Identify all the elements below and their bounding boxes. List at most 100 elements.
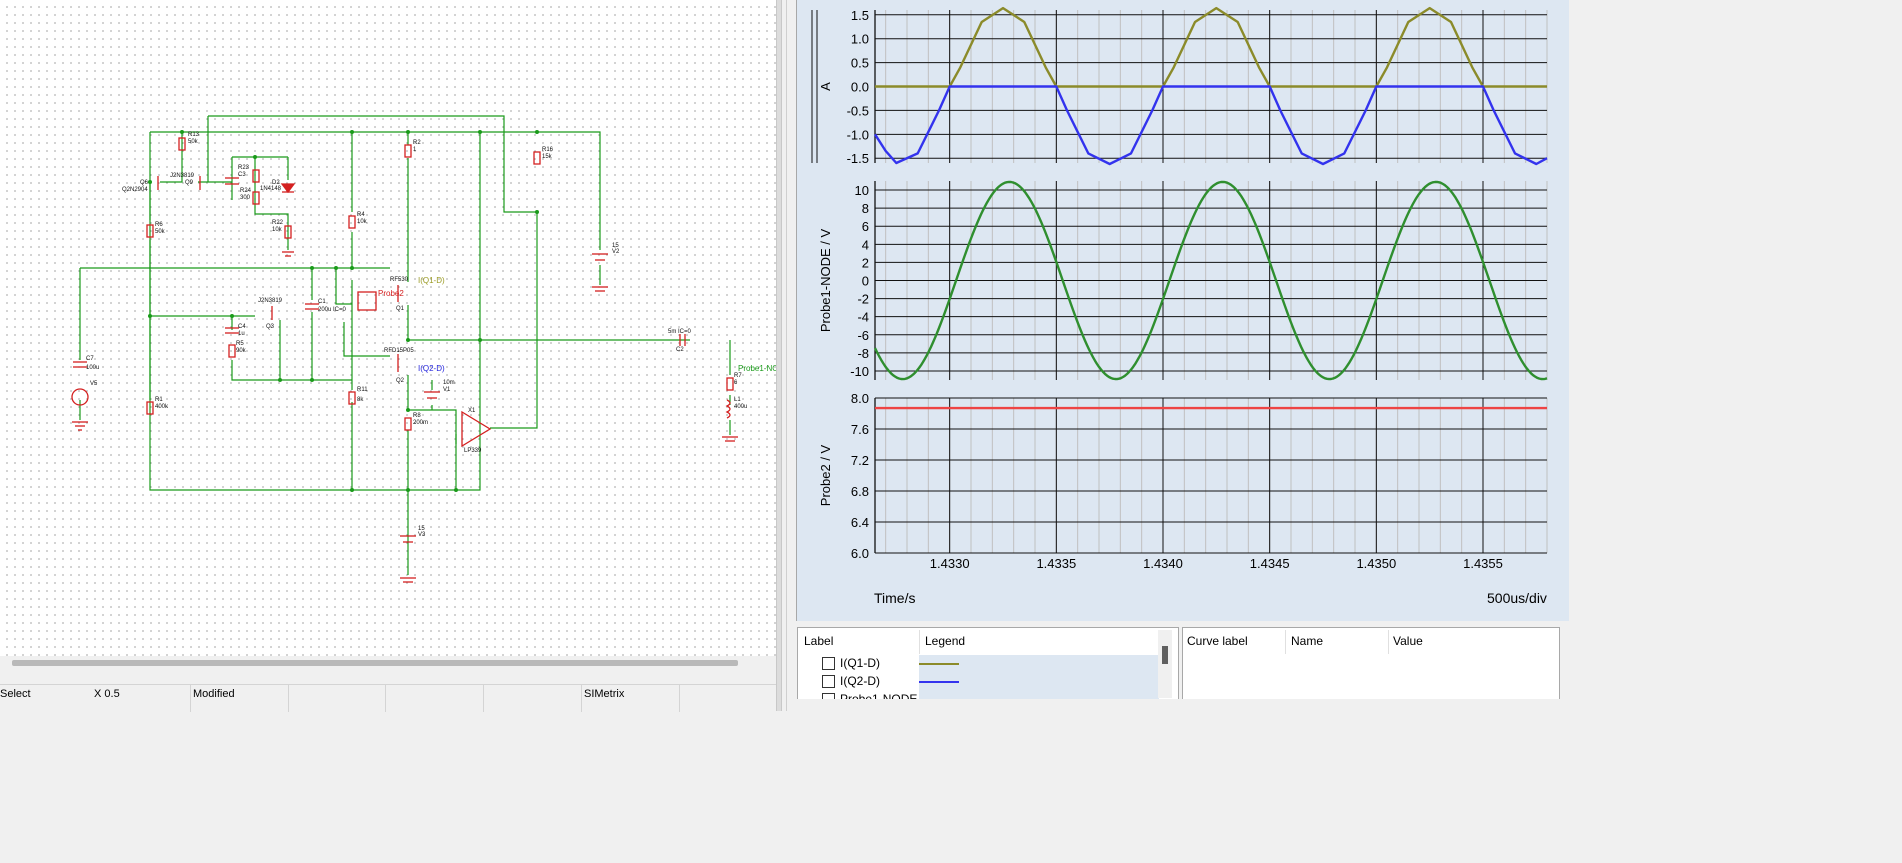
comp-val: 50k [155, 229, 166, 235]
comp-val: 5m IC=0 [668, 329, 692, 335]
schematic-drawing[interactable]: R13 50k R23 C3 D2 1N4148 R2 1 R16 15k Q6… [0, 0, 776, 656]
legend-row-label: I(Q2-D) [840, 674, 880, 688]
status-cell-empty [679, 685, 776, 712]
y-axis-label: Probe1-NODE / V [818, 229, 833, 333]
comp-val: 15 [612, 243, 619, 249]
comp-ref: Q9 [185, 180, 194, 186]
comp-ref: R13 [188, 132, 200, 138]
comp-ref: D2 [272, 180, 280, 186]
y-tick-label: -1.5 [847, 151, 869, 166]
value-header-value[interactable]: Value [1393, 634, 1423, 648]
comp-ref: R1 [155, 397, 163, 403]
legend-checkbox[interactable] [822, 675, 835, 688]
comp-val: 90k [236, 348, 247, 354]
series-i-q1-d- [875, 6, 1547, 88]
value-header-name[interactable]: Name [1291, 634, 1324, 648]
series-i-q2-d- [873, 85, 1548, 166]
y-tick-label: 6 [862, 219, 869, 234]
comp-ref: R5 [236, 341, 244, 347]
header-separator [1388, 630, 1389, 654]
comp-val: RF530 [390, 277, 409, 283]
schematic-junctions [148, 130, 539, 492]
comp-ref: R7 [734, 373, 742, 379]
status-zoom: X 0.5 [94, 688, 120, 700]
comp-val: Q2N2904 [122, 187, 148, 193]
curve-value-panel[interactable]: Curve label Name Value [1182, 627, 1560, 701]
comp-val: 100u [86, 365, 99, 371]
legend-swatch [919, 673, 1159, 691]
schematic-canvas[interactable]: R13 50k R23 C3 D2 1N4148 R2 1 R16 15k Q6… [0, 0, 776, 672]
y-tick-label: 4 [862, 237, 869, 252]
comp-val: 200u IC=0 [318, 307, 347, 313]
legend-checkbox[interactable] [822, 657, 835, 670]
y-tick-label: -0.5 [847, 103, 869, 118]
status-state: Modified [190, 685, 289, 712]
comp-val: RFD15P05 [384, 348, 414, 354]
comp-ref: C7 [86, 356, 94, 362]
graph-bottom-strip [796, 699, 1568, 711]
comp-ref: R23 [238, 165, 250, 171]
legend-checkbox[interactable] [822, 693, 835, 700]
scrollbar-thumb[interactable] [12, 660, 738, 666]
x-tick-label: 1.4350 [1356, 556, 1396, 571]
schematic-components [71, 137, 738, 583]
legend-header-label[interactable]: Label [804, 634, 834, 648]
y-tick-label: 0.0 [851, 80, 869, 95]
legend-header-legend[interactable]: Legend [925, 634, 966, 648]
comp-val: J2N3819 [258, 298, 283, 304]
comp-ref: R24 [240, 188, 252, 194]
header-separator [919, 630, 920, 654]
legend-row-q1d[interactable]: I(Q1-D) [804, 655, 1178, 673]
comp-val: 1N4148 [260, 186, 282, 192]
comp-val: 10m [443, 380, 455, 386]
y-tick-label: 10 [855, 183, 869, 198]
comp-ref: Q1 [396, 306, 405, 312]
y-tick-label: -2 [857, 292, 869, 307]
legend-scrollbar-thumb[interactable] [1162, 646, 1168, 664]
y-tick-label: -10 [850, 364, 869, 379]
comp-ref: R11 [357, 387, 368, 393]
comp-val: 400u [734, 404, 747, 410]
x-tick-label: 1.4345 [1250, 556, 1290, 571]
comp-ref: C1 [318, 299, 326, 305]
y-axis-label: A [818, 82, 833, 91]
pane-splitter[interactable] [776, 0, 782, 711]
status-app: SIMetrix [581, 685, 680, 712]
status-cell-empty [288, 685, 385, 712]
comp-val: 1 [413, 147, 417, 153]
legend-row-q2d[interactable]: I(Q2-D) [804, 673, 1178, 691]
series-probe1-node [873, 180, 1548, 381]
comp-ref: R2 [413, 140, 421, 146]
comp-ref: C4 [238, 324, 246, 330]
comp-ref: R16 [542, 147, 554, 153]
y-tick-label: -6 [857, 328, 869, 343]
comp-ref: C2 [676, 347, 684, 353]
header-separator [1285, 630, 1286, 654]
y-tick-label: 1.5 [851, 8, 869, 23]
probe-q1d-label: I(Q1-D) [418, 276, 445, 285]
pane-gap [786, 0, 797, 711]
comp-val: J2N3819 [170, 173, 195, 179]
status-mode: Select [0, 688, 31, 700]
y-tick-label: 0 [862, 274, 869, 289]
y-tick-label: 6.8 [851, 484, 869, 499]
comp-ref: V5 [90, 381, 98, 387]
y-axis-label: Probe2 / V [818, 444, 833, 506]
x-tick-label: 1.4330 [930, 556, 970, 571]
legend-panel[interactable]: Label Legend I(Q1-D) I(Q2-D) Probe1-NODE [797, 627, 1179, 701]
legend-scrollbar[interactable] [1158, 630, 1172, 698]
probe-node-label: Probe1-NODE [738, 364, 776, 373]
schematic-horizontal-scrollbar[interactable] [0, 656, 776, 672]
y-tick-label: 6.4 [851, 515, 869, 530]
value-header-curve-label[interactable]: Curve label [1187, 634, 1248, 648]
comp-val: 10k [357, 219, 368, 225]
y-tick-label: 8 [862, 201, 869, 216]
comp-val: 50k [188, 139, 199, 145]
graph-svg[interactable]: 1.51.00.50.0-0.5-1.0-1.5A1086420-2-4-6-8… [797, 0, 1569, 621]
comp-val: 8k [357, 397, 364, 403]
comp-ref: Q3 [266, 324, 275, 330]
legend-swatch [919, 655, 1159, 673]
comp-ref: R4 [357, 212, 365, 218]
comp-val: 200m [413, 420, 428, 426]
